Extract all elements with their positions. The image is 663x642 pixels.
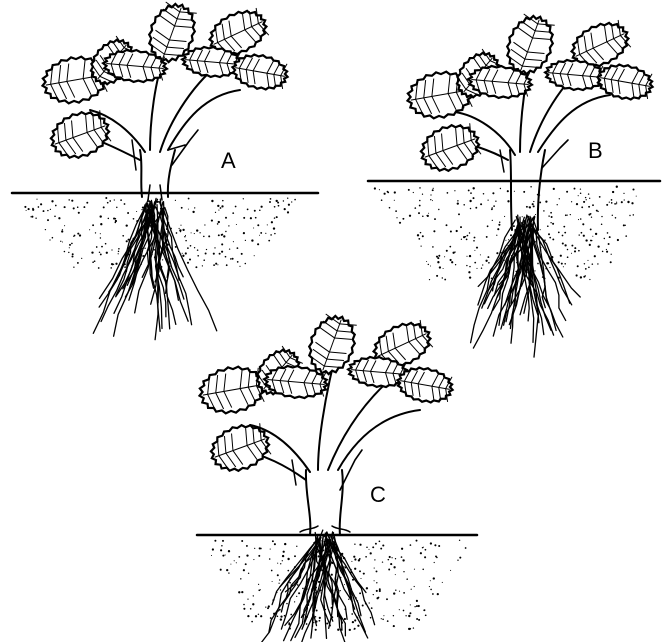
roots-a (93, 198, 216, 339)
leaf (204, 417, 275, 479)
leaf (414, 117, 485, 179)
plant-a: A (12, 0, 318, 340)
roots-c (259, 530, 374, 642)
leaf (229, 50, 290, 93)
label-a: A (221, 148, 236, 173)
leaf (44, 104, 115, 166)
plant-b: B (368, 9, 660, 357)
label-c: C (370, 482, 386, 507)
leaves-c (196, 309, 456, 479)
leaf (196, 362, 269, 419)
label-b: B (588, 138, 603, 163)
leaves-b (404, 9, 656, 179)
crown-c (300, 470, 350, 535)
plant-c: C (196, 309, 477, 642)
